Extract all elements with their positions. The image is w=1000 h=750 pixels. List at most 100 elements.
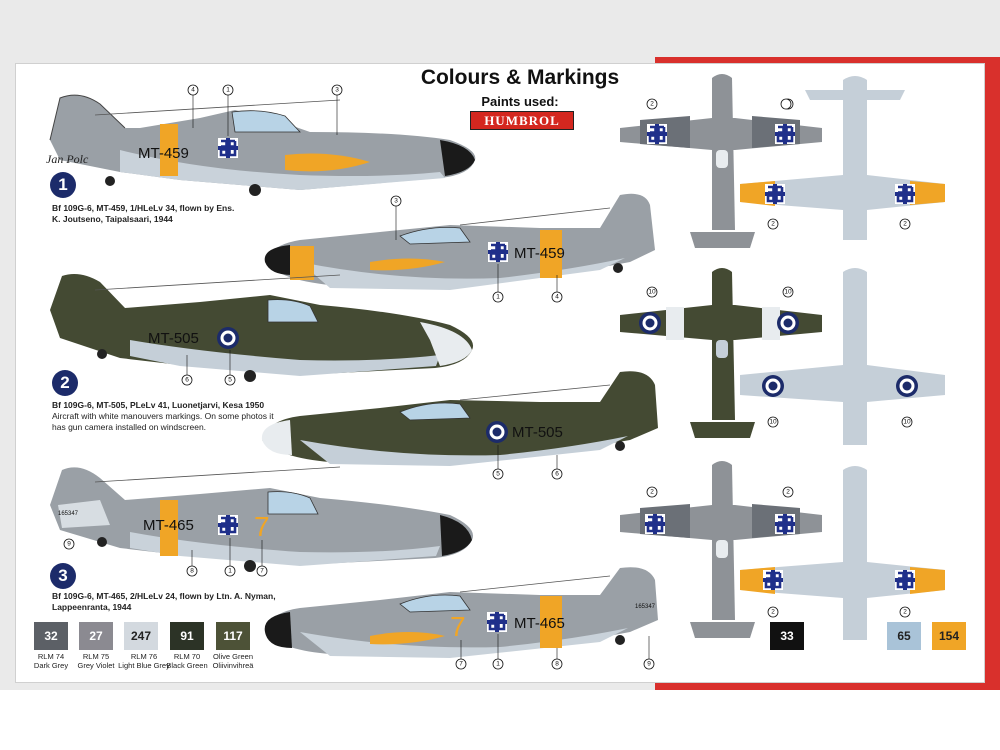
scheme-3-caption-line-2: Lappeenranta, 1944: [52, 602, 132, 612]
scheme1-profile-left: MT-459 4 1 3: [49, 84, 476, 196]
paint-name: RLM 70: [173, 652, 201, 661]
callout-1: 1: [226, 87, 230, 94]
paint-name: Olive Green: [212, 652, 254, 661]
scheme-1-caption: Bf 109G-6, MT-459, 1/HLeLv 34, flown by …: [52, 203, 297, 225]
paint-chip-91: 91: [170, 622, 204, 650]
callout-1c: 1: [228, 568, 232, 575]
scheme-1-caption-line-2: K. Joutseno, Taipalsaari, 1944: [52, 214, 173, 224]
callout-9: 9: [67, 541, 71, 548]
scheme-3-badge: 3: [50, 563, 76, 589]
callout-2d: 2: [903, 221, 907, 228]
callout-2h: 2: [903, 609, 907, 616]
scheme-3-caption: Bf 109G-6, MT-465, 2/HLeLv 24, flown by …: [52, 591, 297, 613]
scheme3-plan-bottom: 2 2: [740, 466, 945, 640]
scheme3-werknummer-right: 165347: [635, 604, 656, 610]
callout-2c: 2: [771, 221, 775, 228]
callout-10c: 10: [769, 419, 777, 426]
paint-name: RLM 74: [37, 652, 65, 661]
scheme3-profile-right: 7 MT-465 165347 7 1 8 9: [264, 567, 658, 670]
scheme2-profile-left: MT-505 6 5: [50, 274, 474, 386]
paint-number: 32: [44, 629, 58, 643]
scheme3-plan-top: 2 2: [620, 461, 822, 638]
scheme1-code-left: MT-459: [138, 145, 189, 162]
callout-2f: 2: [786, 489, 790, 496]
scheme3-code-left: MT-465: [143, 517, 194, 534]
paint-number: 27: [89, 629, 103, 643]
callout-3: 3: [335, 87, 339, 94]
callout-2e: 2: [650, 489, 654, 496]
paint-name: RLM 75: [82, 652, 110, 661]
bottom-strip: [0, 690, 1000, 750]
paint-name: Light Blue: [887, 652, 921, 661]
scheme2-code-left: MT-505: [148, 330, 199, 347]
paint-desc: Musta: [776, 661, 798, 670]
callout-4b: 4: [555, 294, 559, 301]
paint-chip-117: 117: [216, 622, 250, 650]
callout-5: 5: [228, 377, 232, 384]
scheme-2-caption-line-1: Bf 109G-6, MT-505, PLeLv 41, Luonetjarvi…: [52, 400, 265, 410]
paint-chip-247: 247: [124, 622, 158, 650]
paint-chip-32: 32: [34, 622, 68, 650]
paint-number: 117: [223, 629, 243, 643]
artist-signature: Jan Polc: [46, 152, 89, 166]
scheme1-plan-bottom: 2 2: [740, 76, 945, 240]
paint-number: 65: [897, 629, 911, 643]
scheme2-plan-top: 10 10: [620, 268, 822, 438]
callout-8: 8: [190, 568, 194, 575]
callout-1b: 1: [496, 294, 500, 301]
scheme3-tactical-right: 7: [450, 611, 466, 642]
callout-10b: 10: [784, 289, 792, 296]
paint-desc: Dark Grey: [33, 661, 69, 670]
paint-desc: Black Green: [166, 661, 208, 670]
callout-2: 2: [650, 101, 654, 108]
scheme2-plan-bottom: 10 10: [740, 268, 945, 445]
scheme3-tactical-left: 7: [254, 511, 270, 542]
callout-3b: 3: [394, 198, 398, 205]
scheme-1-caption-line-1: Bf 109G-6, MT-459, 1/HLeLv 34, flown by …: [52, 203, 235, 213]
paint-desc: Keltainen: [933, 661, 965, 670]
scheme3-code-right: MT-465: [514, 615, 565, 632]
callout-10d: 10: [903, 419, 911, 426]
paint-desc: Light Blue Grey: [118, 661, 170, 670]
page-title: Colours & Markings: [420, 66, 620, 89]
scheme2-code-right: MT-505: [512, 424, 563, 441]
paint-name: Yellow: [938, 652, 960, 661]
paint-number: 154: [938, 629, 960, 643]
scheme2-profile-right: MT-505 5 6: [261, 371, 658, 480]
callout-6: 6: [185, 377, 189, 384]
scheme-2-caption-line-2: Aircraft with white manouvers markings. …: [52, 411, 274, 421]
scheme-2-badge: 2: [52, 370, 78, 396]
callout-10: 10: [648, 289, 656, 296]
scheme-3-caption-line-1: Bf 109G-6, MT-465, 2/HLeLv 24, flown by …: [52, 591, 276, 601]
scheme3-werknummer-left: 165347: [58, 511, 79, 517]
scheme-2-caption: Bf 109G-6, MT-505, PLeLv 41, Luonetjarvi…: [52, 400, 282, 433]
paint-chip-27: 27: [79, 622, 113, 650]
callout-4: 4: [191, 87, 195, 94]
paint-name: RLM 76: [130, 652, 158, 661]
callout-1d: 1: [496, 661, 500, 668]
callout-5b: 5: [496, 471, 500, 478]
paint-number: 247: [130, 629, 152, 643]
paint-desc: Grey Violet: [77, 661, 115, 670]
paints-used-label: Paints used:: [481, 94, 559, 109]
callout-8b: 8: [555, 661, 559, 668]
humbrol-logo: HUMBROL: [470, 111, 574, 130]
paint-number: 33: [780, 629, 794, 643]
callout-7: 7: [260, 568, 264, 575]
scheme-2-caption-line-3: has gun camera installed on windscreen.: [52, 422, 207, 432]
scheme1-profile-right: MT-459 3 1 4: [264, 193, 655, 303]
paint-chip-65: 65: [887, 622, 921, 650]
paint-chip-33: 33: [770, 622, 804, 650]
callout-7b: 7: [459, 661, 463, 668]
paint-name: Black: [777, 652, 797, 661]
paint-desc: Oliivinvihreä: [212, 661, 254, 670]
callout-9b: 9: [647, 661, 651, 668]
scheme-1-badge: 1: [50, 172, 76, 198]
callout-6b: 6: [555, 471, 559, 478]
